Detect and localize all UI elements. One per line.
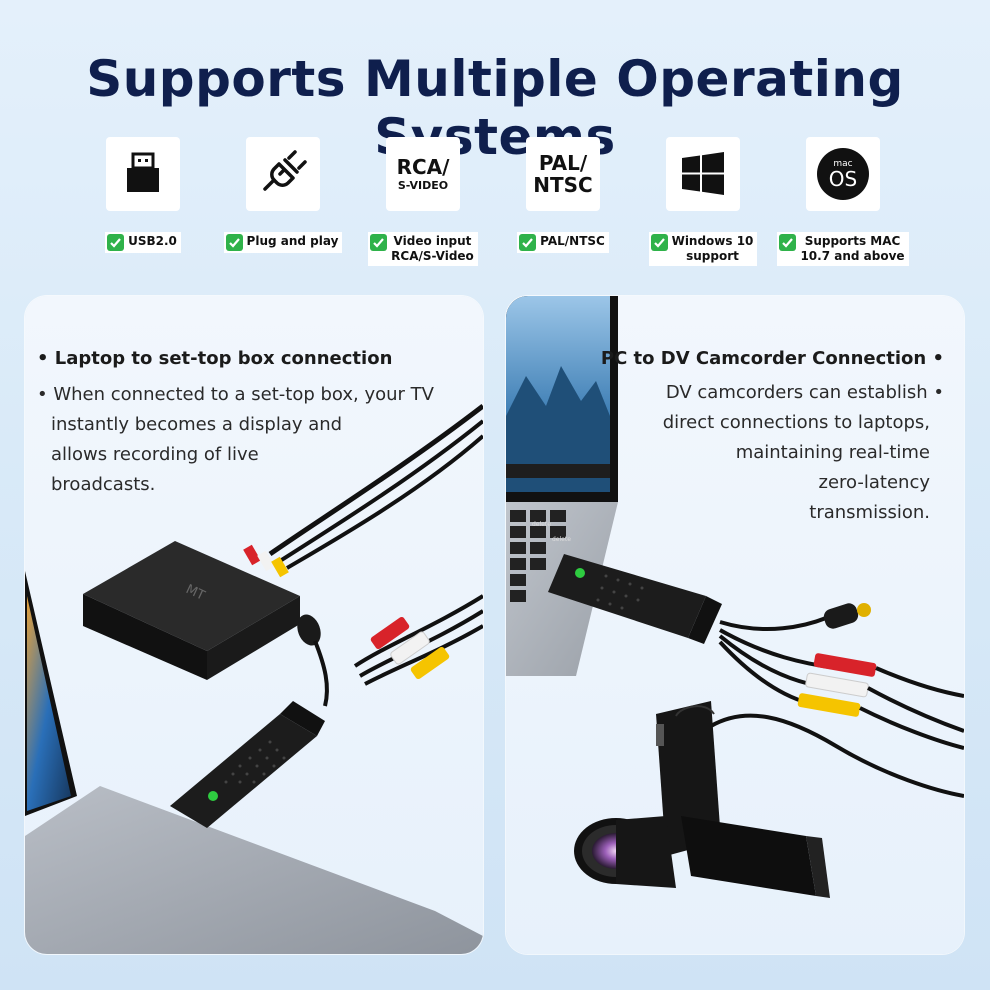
- usb-capture-dongle: [548, 554, 722, 644]
- feature-pal-ntsc: PAL/ NTSC PAL/NTSC: [488, 137, 638, 277]
- laptop-keyboard: [25, 786, 483, 954]
- check-icon: [107, 234, 125, 251]
- right-body-line: direct connections to laptops,: [662, 412, 930, 433]
- right-body-line: DV camcorders can establish •: [665, 382, 944, 403]
- rca-svideo-icon: RCA/ S-VIDEO: [386, 137, 460, 211]
- key-label: delete: [552, 536, 571, 543]
- left-panel: MT: [25, 296, 483, 954]
- left-body-line: allows recording of live: [51, 444, 259, 465]
- rca-plugs: [797, 653, 877, 717]
- left-body-line: instantly becomes a display and: [51, 414, 343, 435]
- right-body-line: maintaining real-time: [735, 442, 930, 463]
- camcorder-scene: delete delete: [506, 296, 964, 898]
- plug-icon: [246, 137, 320, 211]
- check-icon: [779, 234, 797, 251]
- icon-text: PAL/: [538, 151, 588, 175]
- settop-box-scene: MT: [25, 404, 483, 954]
- icon-text: S-VIDEO: [397, 179, 449, 192]
- led-indicator: [575, 568, 585, 578]
- key-label: delete: [532, 521, 551, 528]
- rca-plugs: [370, 616, 450, 680]
- dv-camcorder: [574, 701, 830, 898]
- feature-label: Plug and play: [246, 234, 339, 248]
- camcorder-lcd: [681, 816, 816, 896]
- usb-icon: [106, 137, 180, 211]
- feature-row: USB2.0 Plug and play RCA/ S-V: [0, 137, 990, 277]
- macos-icon: mac OS: [806, 137, 880, 211]
- pal-ntsc-icon: PAL/ NTSC: [526, 137, 600, 211]
- led-indicator: [208, 791, 218, 801]
- check-icon: [519, 234, 537, 251]
- right-body-line: transmission.: [809, 502, 930, 523]
- check-icon: [225, 234, 243, 251]
- icon-text: RCA/: [396, 155, 450, 179]
- left-body-line: broadcasts.: [51, 474, 156, 495]
- icon-text: OS: [828, 166, 858, 191]
- right-heading: PC to DV Camcorder Connection •: [600, 348, 944, 369]
- icon-text: mac: [833, 158, 853, 169]
- feature-label: USB2.0: [128, 234, 177, 248]
- check-icon: [370, 234, 388, 251]
- box-label: MT: [183, 582, 207, 604]
- feature-label: PAL/NTSC: [540, 234, 605, 248]
- right-panel: delete delete: [506, 296, 964, 954]
- windows-icon: [666, 137, 740, 211]
- usb-capture-dongle: [170, 701, 325, 828]
- icon-text: NTSC: [533, 173, 593, 197]
- left-heading: • Laptop to set-top box connection: [37, 348, 393, 369]
- feature-usb: USB2.0: [68, 137, 218, 277]
- left-body-line: • When connected to a set-top box, your …: [37, 384, 434, 405]
- feature-plug: Plug and play: [208, 137, 358, 277]
- right-body-line: zero-latency: [818, 472, 931, 493]
- check-icon: [650, 234, 668, 251]
- settop-box: MT: [83, 541, 300, 680]
